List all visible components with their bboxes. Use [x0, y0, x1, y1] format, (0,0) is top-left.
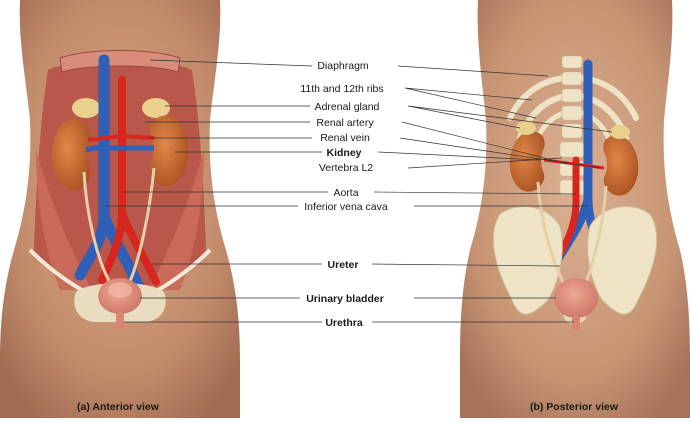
leader-ureter [152, 263, 561, 267]
label-vertebra: Vertebra L2 [316, 162, 376, 174]
leader-renal-vein [150, 137, 601, 169]
caption-anterior-view: (a) Anterior view [77, 401, 159, 413]
anterior-ivc [74, 54, 146, 296]
anterior-urethra [116, 312, 124, 330]
leader-diaphragm [149, 59, 549, 77]
posterior-urethra [572, 316, 580, 330]
posterior-kidney-left [509, 131, 545, 192]
anterior-kidney-left [51, 119, 91, 191]
posterior-ureter-right [582, 185, 608, 289]
posterior-bladder [554, 278, 598, 318]
anterior-renal-vein [85, 143, 154, 153]
anterior-muscle-left [36, 150, 92, 290]
leader-aorta [124, 191, 577, 195]
anterior-view [0, 0, 240, 418]
posterior-view [460, 0, 690, 418]
anterior-adrenal-left [72, 98, 100, 118]
leader-renal-artery [145, 121, 569, 165]
label-aorta: Aorta [331, 187, 361, 199]
anterior-diaphragm [59, 50, 181, 73]
label-renal-artery: Renal artery [314, 117, 376, 129]
anterior-ureter-right [126, 167, 156, 287]
posterior-adrenal-right [610, 125, 630, 139]
label-urethra: Urethra [323, 317, 365, 329]
posterior-ureter-left [536, 181, 568, 289]
leader-ribs [404, 87, 537, 119]
leader-vertebra [407, 157, 563, 169]
label-ureter: Ureter [325, 259, 361, 271]
leader-adrenal [165, 105, 613, 133]
label-urinary-bladder: Urinary bladder [304, 293, 386, 305]
anterior-bladder-highlight [108, 282, 132, 298]
posterior-adrenal-left [516, 121, 536, 135]
posterior-kidney-right [603, 135, 639, 196]
anterior-muscle-right [148, 150, 204, 290]
leader-lines [106, 59, 613, 323]
anterior-adrenal-right [142, 98, 170, 118]
label-adrenal-gland: Adrenal gland [312, 101, 382, 113]
label-inferior-vena-cava: Inferior vena cava [302, 201, 390, 213]
anterior-ureter-left [82, 171, 114, 287]
caption-posterior-view: (b) Posterior view [529, 401, 619, 413]
posterior-ribs [507, 75, 639, 141]
anterior-renal-artery [87, 133, 155, 142]
label-diaphragm: Diaphragm [315, 60, 371, 72]
anterior-kidney-right [149, 115, 189, 187]
leader-kidney [175, 151, 541, 161]
label-renal-vein: Renal vein [318, 132, 372, 144]
label-kidney: Kidney [324, 147, 364, 159]
label-ribs: 11th and 12th ribs [298, 83, 386, 95]
